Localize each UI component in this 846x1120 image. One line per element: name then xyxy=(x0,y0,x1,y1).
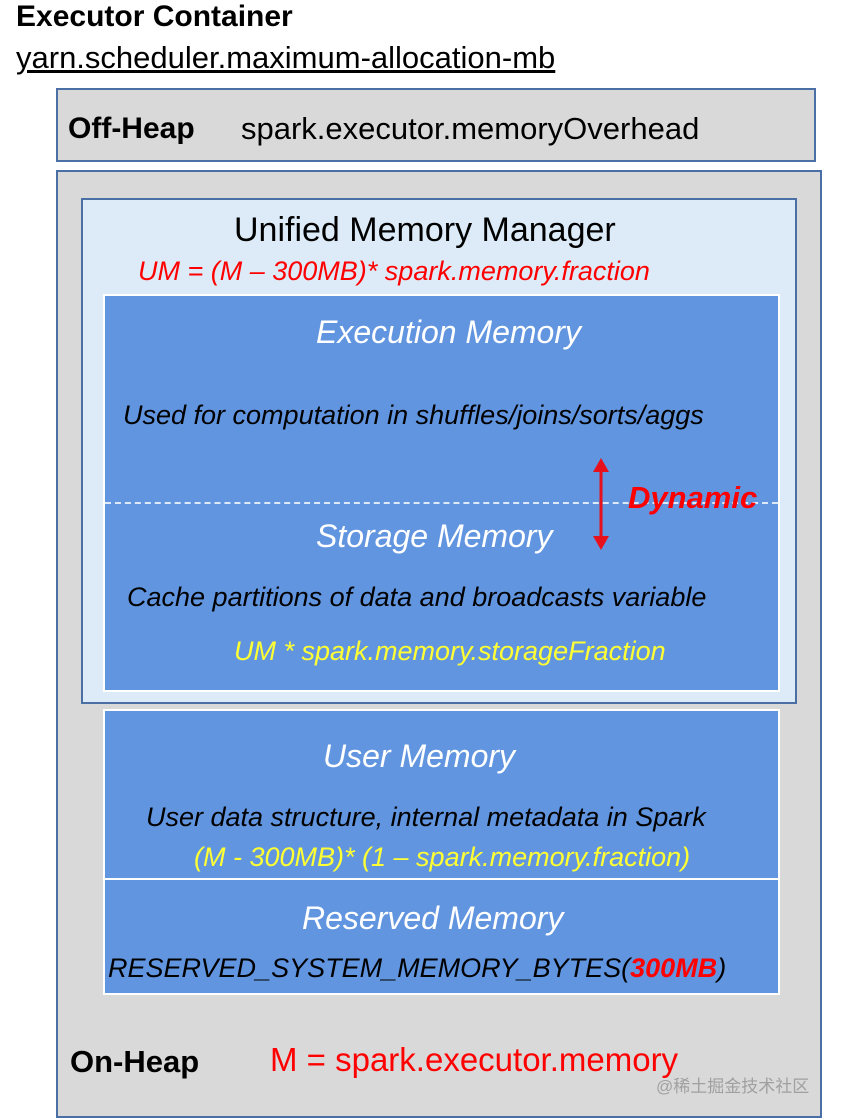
reserved-memory-box xyxy=(103,878,780,995)
dynamic-arrow-icon xyxy=(593,458,609,550)
execution-memory-description: Used for computation in shuffles/joins/s… xyxy=(123,400,704,430)
reserved-formula-suffix: ) xyxy=(717,953,727,983)
watermark: @稀土掘金技术社区 xyxy=(656,1077,810,1096)
execution-storage-box xyxy=(103,294,780,692)
storage-memory-formula: UM * spark.memory.storageFraction xyxy=(234,636,666,666)
on-heap-label: On-Heap xyxy=(70,1044,200,1079)
execution-memory-title: Execution Memory xyxy=(316,314,581,350)
on-heap-value: M = spark.executor.memory xyxy=(270,1041,679,1078)
container-subtitle: yarn.scheduler.maximum-allocation-mb xyxy=(16,40,556,75)
reserved-formula-value: 300MB xyxy=(630,953,718,983)
off-heap-box xyxy=(56,88,816,162)
container-title: Executor Container xyxy=(16,0,293,33)
reserved-memory-title: Reserved Memory xyxy=(302,900,564,936)
user-memory-box xyxy=(103,709,780,881)
unified-memory-title: Unified Memory Manager xyxy=(234,211,616,249)
user-memory-title: User Memory xyxy=(323,738,516,774)
storage-memory-description: Cache partitions of data and broadcasts … xyxy=(127,582,707,612)
reserved-memory-formula: RESERVED_SYSTEM_MEMORY_BYTES(300MB) xyxy=(108,953,726,984)
off-heap-value: spark.executor.memoryOverhead xyxy=(241,111,700,146)
unified-memory-formula: UM = (M – 300MB)* spark.memory.fraction xyxy=(138,256,650,286)
user-memory-formula: (M - 300MB)* (1 – spark.memory.fraction) xyxy=(194,842,691,872)
storage-memory-title: Storage Memory xyxy=(316,518,553,554)
dynamic-label: Dynamic xyxy=(628,480,758,515)
reserved-formula-prefix: RESERVED_SYSTEM_MEMORY_BYTES( xyxy=(108,953,631,983)
off-heap-label: Off-Heap xyxy=(68,112,195,145)
user-memory-description: User data structure, internal metadata i… xyxy=(146,802,706,832)
execution-storage-divider xyxy=(105,502,778,504)
